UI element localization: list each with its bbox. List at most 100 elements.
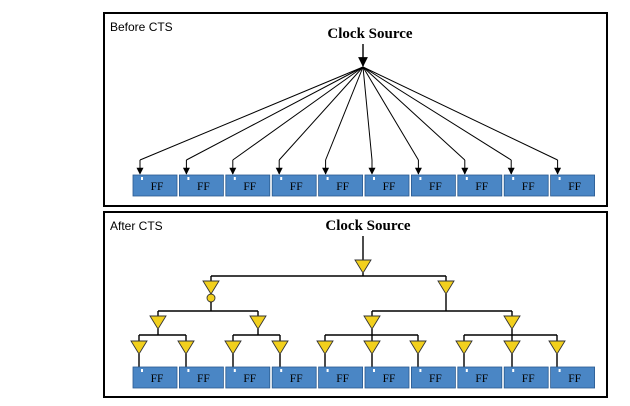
before-flip-flop-label: FF [568, 181, 581, 193]
after-clock-pin [419, 369, 422, 372]
before-flip-flop-label: FF [383, 181, 396, 193]
after-clock-pin [280, 369, 283, 372]
before-flip-flop-box [503, 174, 549, 197]
after-flip-flop-label: FF [522, 373, 535, 385]
clock-buffer [409, 340, 427, 355]
after-clock-pin [558, 369, 561, 372]
clock-buffer [177, 340, 195, 355]
before-fanout-wire [325, 66, 364, 161]
after-flip-flop: FF [132, 366, 178, 389]
after-flip-flop-box [271, 366, 317, 389]
after-flip-flop-box [132, 366, 178, 389]
inverter-bubble [206, 293, 216, 303]
after-clock-pin [187, 369, 190, 372]
after-flip-flop-box [550, 366, 595, 389]
before-clock-pin [141, 177, 143, 180]
before-flip-flop: FF [318, 174, 364, 197]
before-flip-flop-label: FF [151, 181, 164, 193]
clock-buffer [363, 340, 381, 355]
after-clock-pin [465, 369, 468, 372]
before-flip-flop-box [410, 174, 456, 197]
after-flip-flop-box [410, 366, 456, 389]
before-clock-pin [558, 177, 561, 180]
clock-buffer [437, 280, 455, 295]
before-flip-flop-box [318, 174, 364, 197]
before-clock-pin [373, 177, 375, 180]
after-panel-title: After CTS [110, 219, 163, 233]
before-flip-flop: FF [550, 174, 595, 197]
before-clock-pin [233, 177, 236, 180]
before-clock-pin [465, 177, 468, 180]
before-flip-flop-label: FF [290, 181, 303, 193]
before-clock-pin [280, 177, 283, 180]
before-flip-flop-label: FF [336, 181, 349, 193]
before-fanout-wires [136, 66, 562, 175]
after-flip-flop-label: FF [197, 373, 210, 385]
after-flip-flop-label: FF [475, 373, 488, 385]
before-fanout-wire [362, 66, 419, 161]
after-flip-flop: FF [178, 366, 224, 389]
after-flip-flop-box [318, 366, 364, 389]
clock-buffer [455, 340, 473, 355]
after-clock-source-label: Clock Source [325, 218, 410, 234]
after-flip-flop-box [364, 366, 410, 389]
before-flip-flop: FF [132, 174, 178, 197]
after-flip-flop: FF [271, 366, 317, 389]
before-fanout-wire [362, 66, 558, 161]
after-flip-flop-label: FF [429, 373, 442, 385]
before-clock-source-label: Clock Source [327, 26, 412, 42]
before-flip-flop: FF [271, 174, 317, 197]
before-fanout-wire [362, 66, 512, 161]
before-flip-flop-box [132, 174, 178, 197]
after-clock-pin [233, 369, 236, 372]
before-flip-flop-box [178, 174, 224, 197]
before-flip-flop-label: FF [243, 181, 256, 193]
after-flip-flop-label: FF [383, 373, 396, 385]
after-flip-flop-label: FF [336, 373, 349, 385]
before-fanout-wire [139, 66, 364, 161]
before-flip-flop-label: FF [522, 181, 535, 193]
before-fanout-wire [362, 66, 466, 161]
after-clock-pin [141, 369, 143, 372]
before-flip-flop-label: FF [429, 181, 442, 193]
before-flip-flop: FF [364, 174, 410, 197]
clock-buffer [224, 340, 242, 355]
before-clock-pin [419, 177, 422, 180]
after-flip-flop-box [225, 366, 271, 389]
after-flip-flop: FF [503, 366, 549, 389]
before-flip-flop-box [364, 174, 410, 197]
before-fanout-wire [362, 66, 373, 161]
clock-buffer [548, 340, 566, 355]
before-flip-flop: FF [225, 174, 271, 197]
after-flip-flop: FF [364, 366, 410, 389]
before-flip-flop-label: FF [475, 181, 488, 193]
after-flip-flop-label: FF [243, 373, 256, 385]
after-flip-flop: FF [225, 366, 271, 389]
after-flip-flop-box [457, 366, 503, 389]
before-flip-flop: FF [457, 174, 503, 197]
before-flip-flop-box [271, 174, 317, 197]
clock-buffer [354, 259, 372, 274]
after-cts-panel: After CTS Clock Source FF FF FF FF FF FF FF FF F… [103, 211, 608, 398]
before-fanout-wire [186, 66, 364, 161]
before-flip-flop-row: FF FF FF FF FF FF FF FF FF FF [132, 174, 595, 197]
before-clock-pin [512, 177, 515, 180]
before-flip-flop-label: FF [197, 181, 210, 193]
clock-buffer [249, 315, 267, 330]
after-clock-pin [512, 369, 515, 372]
clock-buffer [130, 340, 148, 355]
clock-buffer [503, 340, 521, 355]
before-clock-pin [326, 177, 329, 180]
clock-buffer [316, 340, 334, 355]
after-flip-flop-box [178, 366, 224, 389]
after-clock-pin [373, 369, 375, 372]
clock-buffer [149, 315, 167, 330]
before-flip-flop-box [457, 174, 503, 197]
after-clock-pin [326, 369, 329, 372]
before-flip-flop: FF [503, 174, 549, 197]
after-flip-flop: FF [410, 366, 456, 389]
after-flip-flop-label: FF [151, 373, 164, 385]
